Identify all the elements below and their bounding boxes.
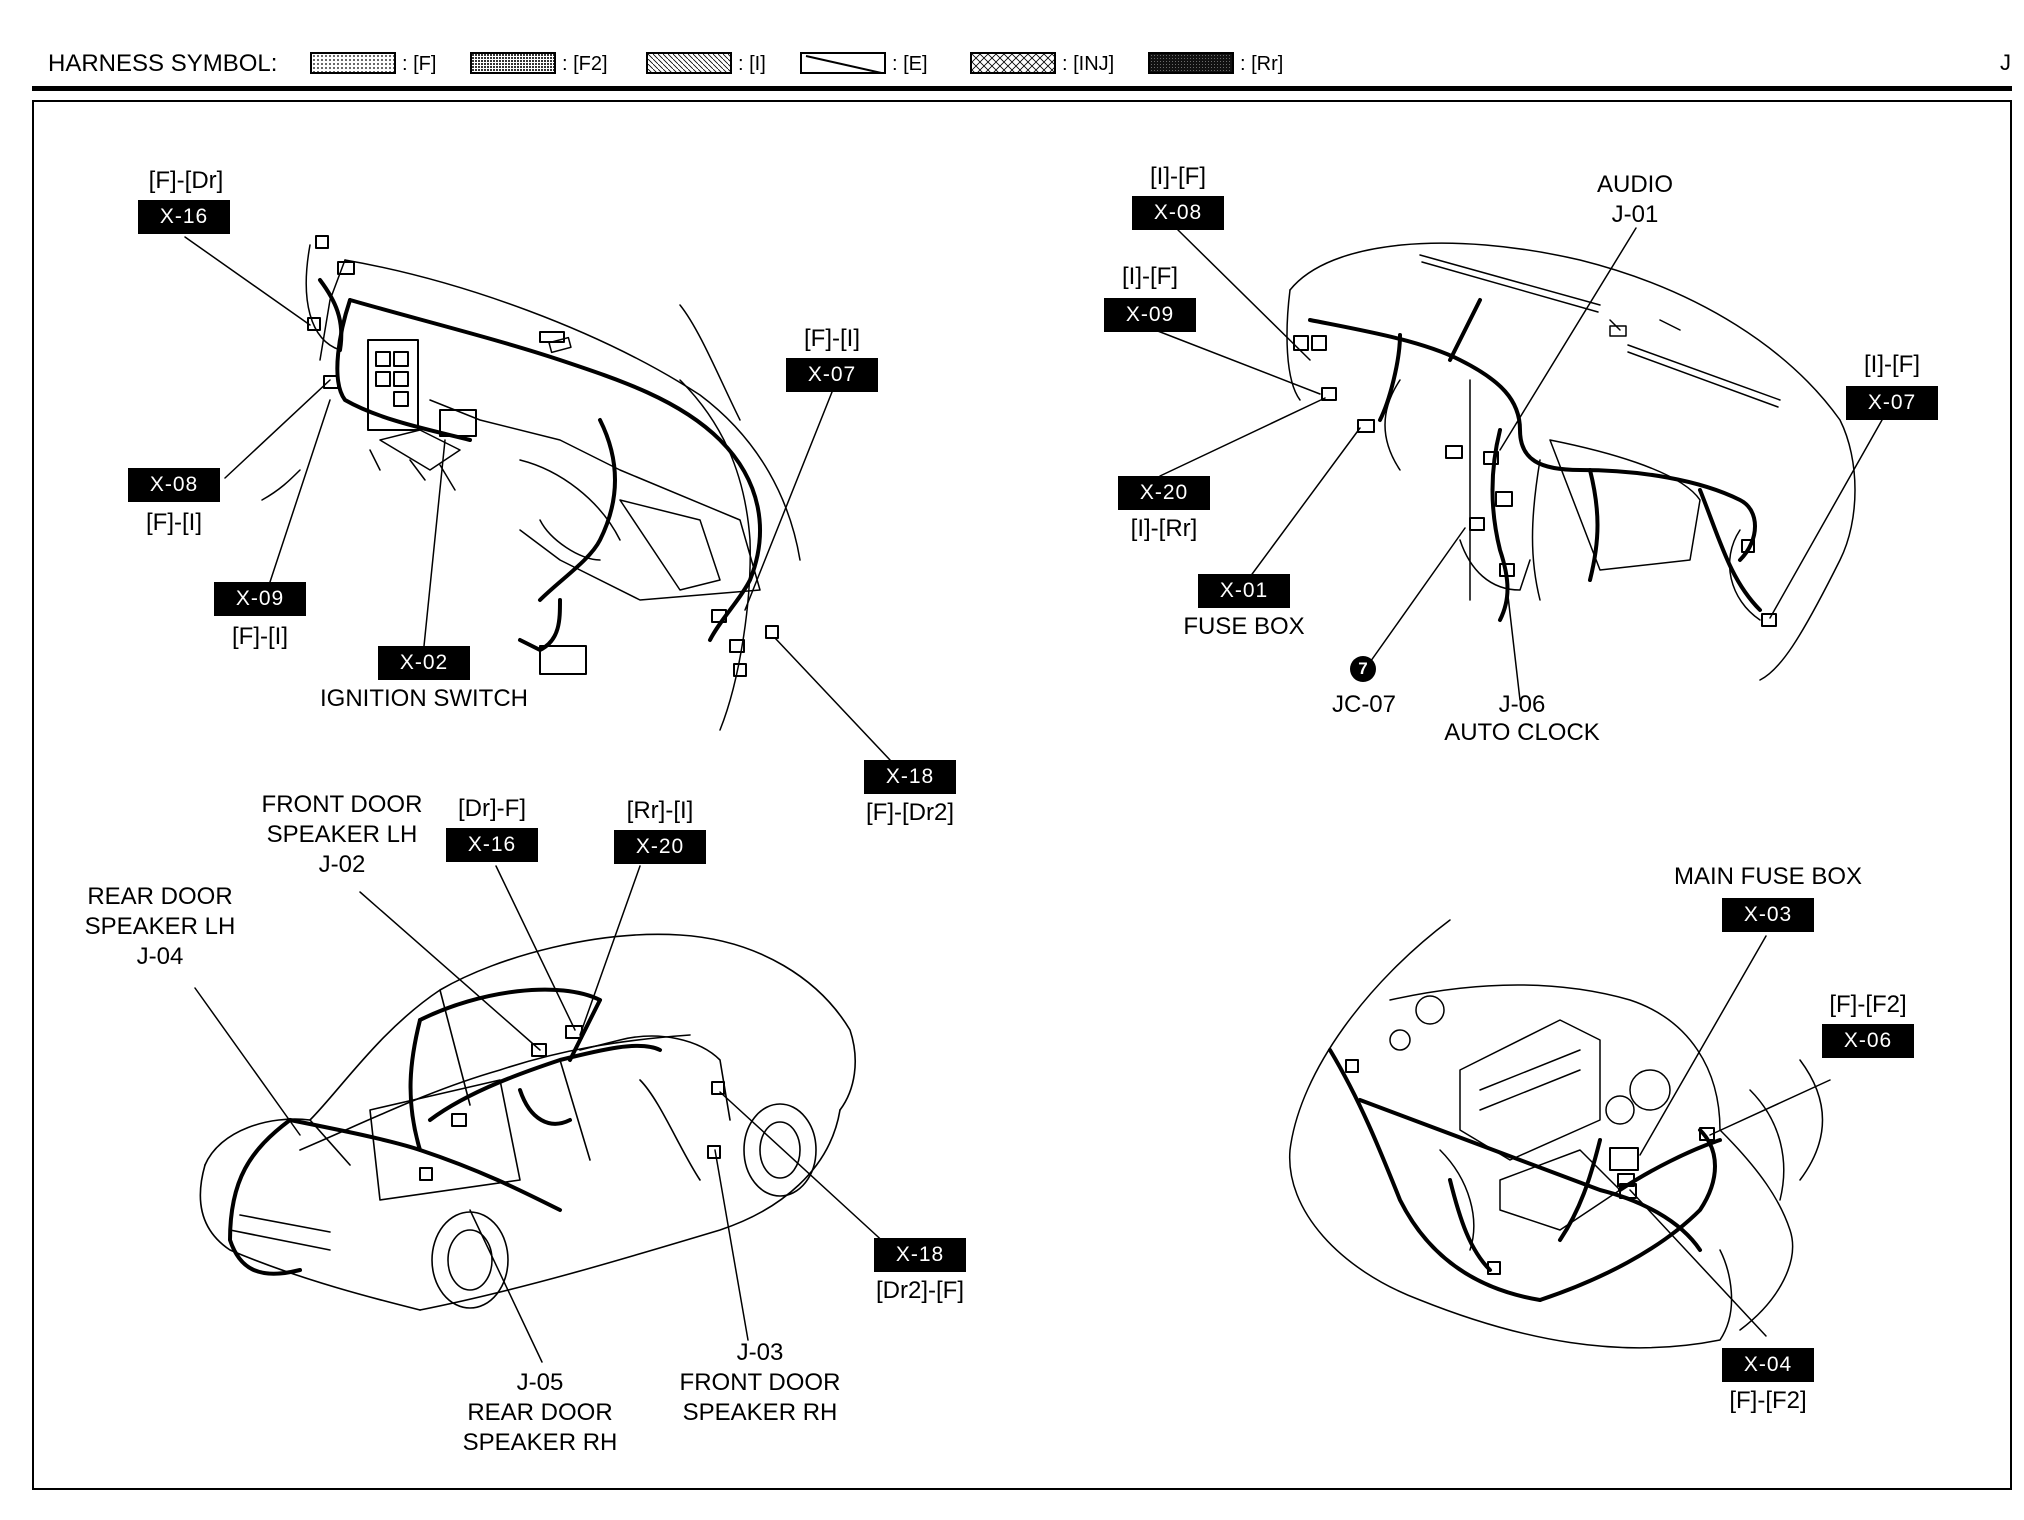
engine-bay-drawing — [1289, 919, 1824, 1349]
j05-code-label: J-05 — [516, 1369, 564, 1396]
connector-tag-x20-tr: X-20 — [1118, 476, 1210, 510]
j06-code-label: J-06 — [1498, 691, 1546, 718]
main-fuse-box-label: MAIN FUSE BOX — [1673, 863, 1863, 890]
dashboard-driver-connectors — [307, 235, 779, 677]
legend-swatch-fine-hatch — [646, 52, 732, 74]
front-door-speaker-lh-line2: SPEAKER LH — [266, 821, 418, 848]
x18-route-label-bl: [Dr2]-[F] — [876, 1277, 964, 1304]
rear-door-speaker-lh-line1: REAR DOOR — [87, 883, 233, 910]
legend-swatch-dots — [310, 52, 396, 74]
rear-door-speaker-lh-line2: SPEAKER LH — [84, 913, 236, 940]
x16-route-label-bl: [Dr]-F] — [458, 795, 526, 822]
engine-bay-connectors — [1345, 1059, 1715, 1275]
x08-route-label-tr: [I]-[F] — [1150, 163, 1206, 190]
harness-symbol-title: HARNESS SYMBOL: — [48, 50, 278, 77]
x20-route-label-bl: [Rr]-[I] — [626, 797, 694, 824]
sedan-connectors — [419, 1025, 725, 1181]
connector-tag-x01: X-01 — [1198, 574, 1290, 608]
dashboard-driver-harness — [318, 278, 762, 652]
rear-door-speaker-rh-line2: SPEAKER RH — [462, 1429, 618, 1456]
legend-label-inj: : [INJ] — [1062, 53, 1115, 75]
dashboard-overview-connectors — [1293, 335, 1777, 627]
harness-symbol-legend: HARNESS SYMBOL: : [F] : [F2] : [I] : [E] — [46, 48, 2011, 80]
leaders-top-right — [1149, 227, 1883, 701]
legend-swatch-dark — [1148, 52, 1234, 74]
x08-route-label: [F]-[I] — [146, 509, 202, 536]
j04-code-label: J-04 — [136, 943, 184, 970]
j03-code-label: J-03 — [736, 1339, 784, 1366]
ignition-switch-label: IGNITION SWITCH — [320, 685, 528, 712]
x04-route-label: [F]-[F2] — [1729, 1387, 1807, 1414]
connector-tag-x16-bl: X-16 — [446, 828, 538, 862]
connector-tag-x02: X-02 — [378, 646, 470, 680]
engine-bay-harness — [1328, 1048, 1722, 1302]
connector-tag-x04: X-04 — [1722, 1348, 1814, 1382]
dashboard-overview-drawing — [1286, 242, 1856, 681]
legend-label-i: : [I] — [738, 53, 766, 75]
connector-tag-x07: X-07 — [786, 358, 878, 392]
connector-tag-x08-tr: X-08 — [1132, 196, 1224, 230]
connector-tag-x03: X-03 — [1722, 898, 1814, 932]
sedan-harness — [228, 987, 662, 1276]
header-rule — [32, 86, 2012, 91]
connector-tag-x18-bl: X-18 — [874, 1238, 966, 1272]
front-door-speaker-lh-line1: FRONT DOOR — [261, 791, 423, 818]
sedan-body-drawing — [199, 933, 856, 1311]
legend-label-f: : [F] — [402, 53, 437, 75]
audio-code-label: J-01 — [1611, 201, 1659, 228]
jc07-label: JC-07 — [1331, 691, 1397, 718]
front-door-speaker-rh-line2: SPEAKER RH — [682, 1399, 838, 1426]
x07-route-label-tr: [I]-[F] — [1864, 351, 1920, 378]
legend-swatch-cross — [970, 52, 1056, 74]
front-door-speaker-rh-line1: FRONT DOOR — [679, 1369, 841, 1396]
dashboard-overview-harness — [1308, 298, 1762, 622]
legend-label-rr: : [Rr] — [1240, 53, 1284, 75]
connector-tag-x18: X-18 — [864, 760, 956, 794]
legend-label-e: : [E] — [892, 53, 928, 75]
page-letter: J — [2000, 50, 2011, 75]
leaders-top-left — [184, 236, 891, 761]
connector-tag-x09: X-09 — [214, 582, 306, 616]
audio-label: AUDIO — [1596, 171, 1673, 198]
connector-tag-x08: X-08 — [128, 468, 220, 502]
diagram-frame — [32, 100, 2012, 1490]
auto-clock-label: AUTO CLOCK — [1444, 719, 1600, 746]
leaders-bottom-right — [1629, 935, 1831, 1337]
x06-route-label: [F]-[F2] — [1829, 991, 1907, 1018]
fuse-box-label: FUSE BOX — [1183, 613, 1305, 640]
joint-connector-7-icon: 7 — [1350, 656, 1376, 682]
j02-code-label: J-02 — [318, 851, 366, 878]
connector-tag-x09-tr: X-09 — [1104, 298, 1196, 332]
x20-route-label-tr: [I]-[Rr] — [1130, 515, 1198, 542]
rear-door-speaker-rh-line1: REAR DOOR — [467, 1399, 613, 1426]
x09-route-label-tr: [I]-[F] — [1122, 263, 1178, 290]
x09-route-label: [F]-[I] — [232, 623, 288, 650]
connector-tag-x06: X-06 — [1822, 1024, 1914, 1058]
x16-route-label: [F]-[Dr] — [148, 167, 224, 194]
connector-tag-x16: X-16 — [138, 200, 230, 234]
legend-label-f2: : [F2] — [562, 53, 608, 75]
x07-route-label: [F]-[I] — [804, 325, 860, 352]
leaders-bottom-left — [194, 865, 889, 1363]
connector-tag-x20-bl: X-20 — [614, 830, 706, 864]
connector-tag-x07-tr: X-07 — [1846, 386, 1938, 420]
x18-route-label: [F]-[Dr2] — [866, 799, 954, 826]
legend-swatch-dense — [470, 52, 556, 74]
legend-swatch-diagonal — [800, 52, 886, 74]
